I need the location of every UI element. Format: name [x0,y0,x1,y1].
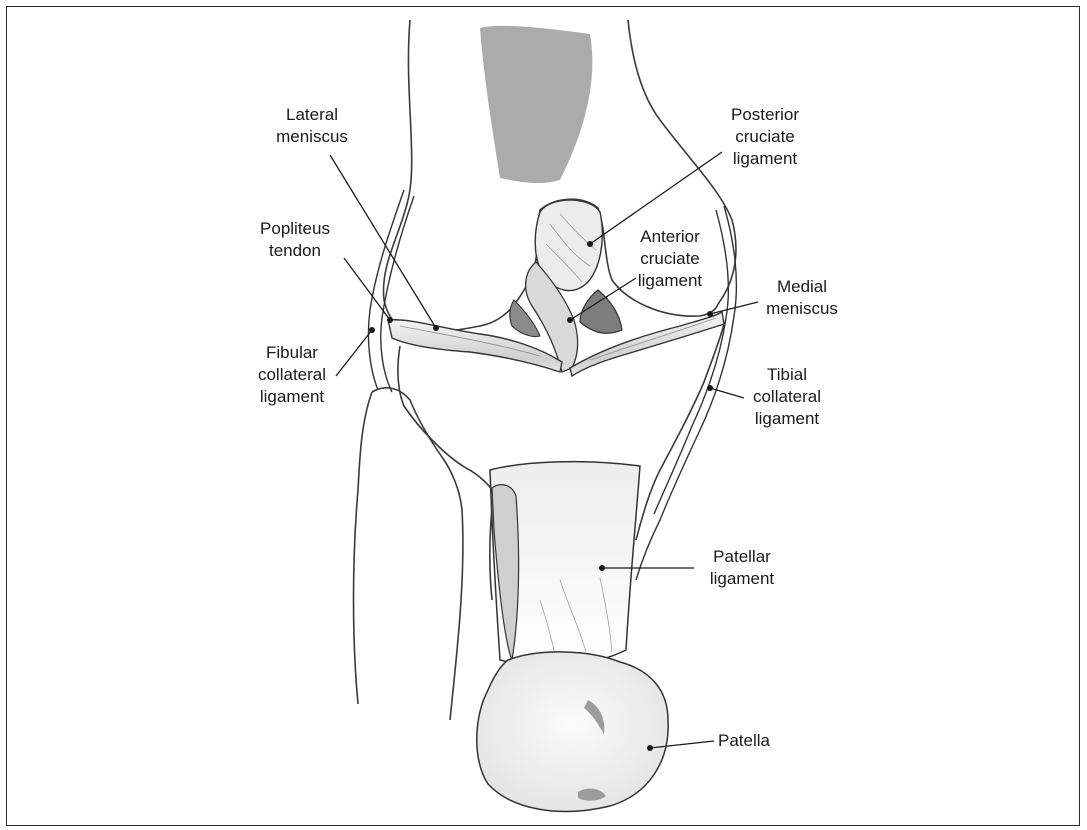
leader-fibular-collateral [336,330,372,376]
label-line: tendon [260,240,330,262]
label-patellar-ligament: Patellar ligament [710,546,774,590]
label-line: ligament [731,148,799,170]
patella [477,652,668,812]
label-line: ligament [753,408,821,430]
label-line: Anterior [638,226,702,248]
label-posterior-cruciate-ligament: Posterior cruciate ligament [731,104,799,170]
label-line: Patella [718,730,770,752]
label-tibial-collateral-ligament: Tibial collateral ligament [753,364,821,430]
label-line: Lateral [276,104,348,126]
label-lateral-meniscus: Lateral meniscus [276,104,348,148]
label-patella: Patella [718,730,770,752]
label-line: collateral [753,386,821,408]
label-line: Tibial [753,364,821,386]
leader-lateral-meniscus [330,155,436,328]
label-line: collateral [258,364,326,386]
label-line: Posterior [731,104,799,126]
label-line: cruciate [731,126,799,148]
label-line: meniscus [766,298,838,320]
label-line: cruciate [638,248,702,270]
label-line: Medial [766,276,838,298]
fibular-collateral-ligament [368,190,414,392]
label-fibular-collateral-ligament: Fibular collateral ligament [258,342,326,408]
label-line: Popliteus [260,218,330,240]
label-line: meniscus [276,126,348,148]
label-anterior-cruciate-ligament: Anterior cruciate ligament [638,226,702,292]
label-line: ligament [258,386,326,408]
label-medial-meniscus: Medial meniscus [766,276,838,320]
label-line: ligament [638,270,702,292]
label-line: Fibular [258,342,326,364]
label-line: Patellar [710,546,774,568]
femur-shading [480,26,592,183]
patellar-ligament [490,462,640,666]
label-popliteus-tendon: Popliteus tendon [260,218,330,262]
fibula [354,388,463,720]
label-line: ligament [710,568,774,590]
